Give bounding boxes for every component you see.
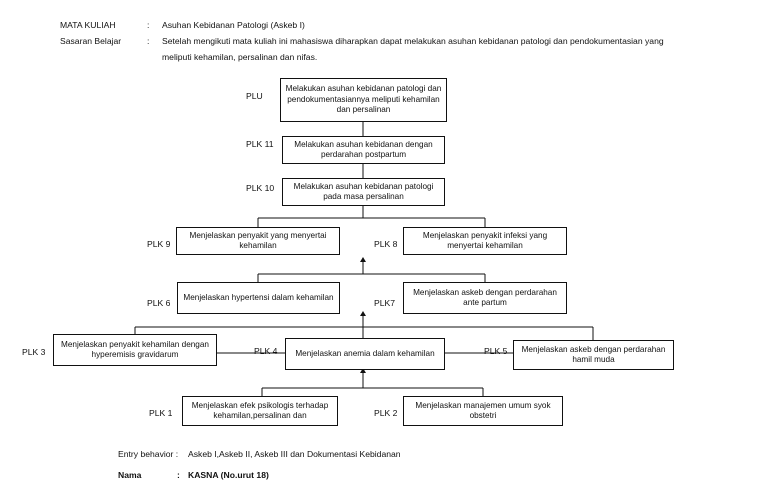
colon: : <box>177 470 180 480</box>
plk6-box: Menjelaskan hypertensi dalam kehamilan <box>177 282 340 314</box>
plk1-text: Menjelaskan efek psikologis terhadap keh… <box>191 400 329 421</box>
plk4-text: Menjelaskan anemia dalam kehamilan <box>295 348 435 358</box>
sasaran-belajar-label: Sasaran Belajar <box>60 36 122 46</box>
colon: : <box>147 36 150 46</box>
plu-box: Melakukan asuhan kebidanan patologi dan … <box>280 78 447 122</box>
plk10-label: PLK 10 <box>246 183 275 193</box>
mata-kuliah-label: MATA KULIAH <box>60 20 116 30</box>
plk6-label: PLK 6 <box>147 298 171 308</box>
plk7-label: PLK7 <box>374 298 396 308</box>
sasaran-belajar-line-1: Setelah mengikuti mata kuliah ini mahasi… <box>162 36 664 46</box>
entry-behavior-value: Askeb I,Askeb II, Askeb III dan Dokument… <box>188 449 401 459</box>
plk10-text: Melakukan asuhan kebidanan patologi pada… <box>293 181 434 202</box>
plk1-box: Menjelaskan efek psikologis terhadap keh… <box>182 396 338 426</box>
mata-kuliah-value: Asuhan Kebidanan Patologi (Askeb I) <box>162 20 305 30</box>
plk9-box: Menjelaskan penyakit yang menyertai keha… <box>176 227 340 255</box>
plk10-box: Melakukan asuhan kebidanan patologi pada… <box>282 178 445 206</box>
plu-label: PLU <box>246 91 263 101</box>
nama-value: KASNA (No.urut 18) <box>188 470 269 480</box>
plk8-label: PLK 8 <box>374 239 398 249</box>
plk11-box: Melakukan asuhan kebidanan dengan perdar… <box>282 136 445 164</box>
plk11-label: PLK 11 <box>246 139 274 149</box>
colon: : <box>147 20 150 30</box>
plk5-text: Menjelaskan askeb dengan perdarahan hami… <box>521 344 666 365</box>
plk9-label: PLK 9 <box>147 239 171 249</box>
plk6-text: Menjelaskan hypertensi dalam kehamilan <box>183 292 334 302</box>
plk3-label: PLK 3 <box>22 347 46 357</box>
plk11-text: Melakukan asuhan kebidanan dengan perdar… <box>294 139 433 160</box>
plk1-label: PLK 1 <box>149 408 173 418</box>
plk5-box: Menjelaskan askeb dengan perdarahan hami… <box>513 340 674 370</box>
plk2-label: PLK 2 <box>374 408 398 418</box>
plk7-box: Menjelaskan askeb dengan perdarahan ante… <box>403 282 567 314</box>
plk7-text: Menjelaskan askeb dengan perdarahan ante… <box>413 287 557 308</box>
nama-label: Nama <box>118 470 142 480</box>
plk2-box: Menjelaskan manajemen umum syok obstetri <box>403 396 563 426</box>
plk8-text: Menjelaskan penyakit infeksi yang menyer… <box>422 230 548 251</box>
plk5-label: PLK 5 <box>484 346 508 356</box>
plk8-box: Menjelaskan penyakit infeksi yang menyer… <box>403 227 567 255</box>
plk9-text: Menjelaskan penyakit yang menyertai keha… <box>189 230 327 251</box>
sasaran-belajar-line-2: meliputi kehamilan, persalinan dan nifas… <box>162 52 318 62</box>
plk3-text: Menjelaskan penyakit kehamilan dengan hy… <box>61 339 209 360</box>
plk4-box: Menjelaskan anemia dalam kehamilan <box>285 338 445 370</box>
plk4-label: PLK 4 <box>254 346 278 356</box>
plk3-box: Menjelaskan penyakit kehamilan dengan hy… <box>53 334 217 366</box>
plk2-text: Menjelaskan manajemen umum syok obstetri <box>415 400 551 421</box>
entry-behavior-label: Entry behavior : <box>118 449 179 459</box>
plu-text: Melakukan asuhan kebidanan patologi dan … <box>285 84 442 115</box>
